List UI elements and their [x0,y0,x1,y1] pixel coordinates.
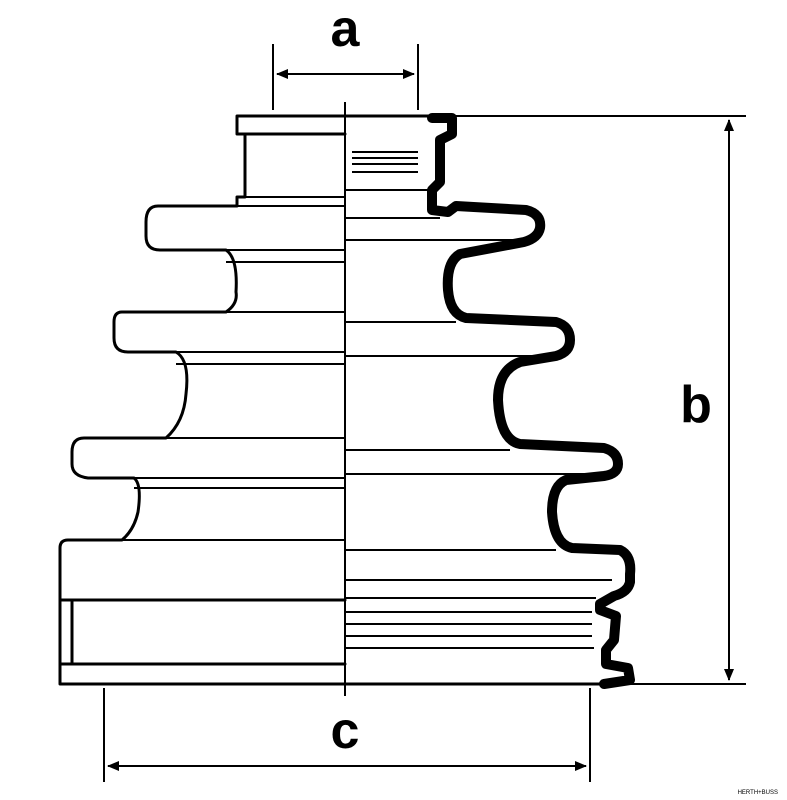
dimension-a: a [272,0,419,110]
dimension-c-label: c [331,702,360,760]
dimension-b: b [440,115,746,685]
boot-right-half-section [343,113,636,689]
dimension-c: c [103,688,591,782]
boot-left-half [58,114,347,686]
dimension-b-label: b [680,376,712,434]
dimension-a-label: a [331,0,361,58]
brand-mark: HERTH+BUSS [738,790,778,796]
